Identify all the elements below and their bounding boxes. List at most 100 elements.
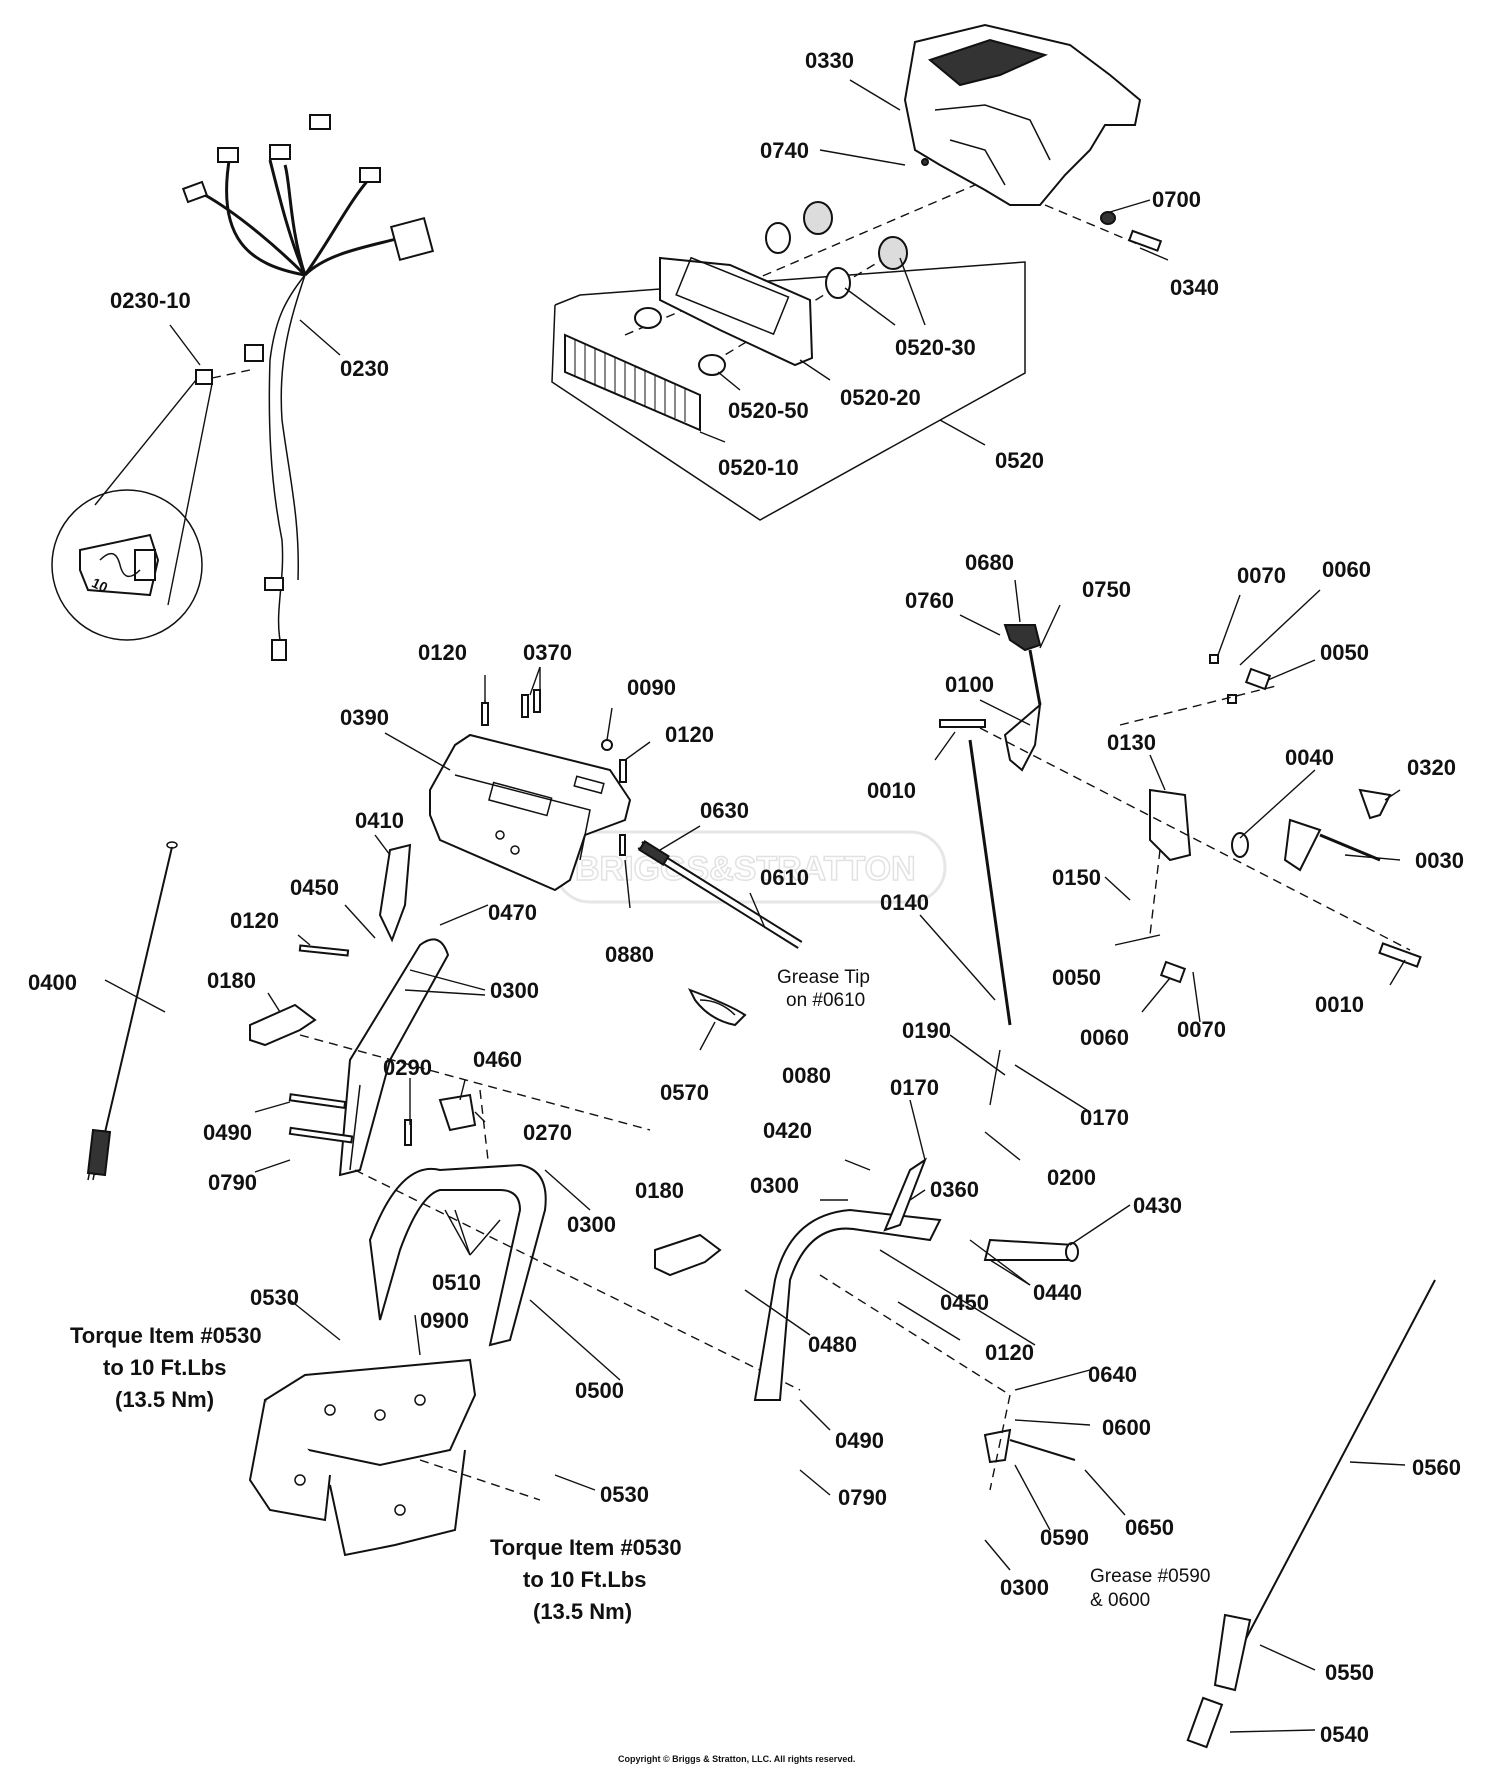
label-0010-left: 0010 [867,778,916,803]
leader-lines [104,79,1406,1733]
label-0550: 0550 [1325,1660,1374,1685]
torque-note-1-line3: (13.5 Nm) [115,1387,214,1412]
label-0180-a: 0180 [207,968,256,993]
label-0510: 0510 [432,1270,481,1295]
label-0520-30: 0520-30 [895,335,976,360]
grease-0590-note-line2: & 0600 [1090,1590,1150,1611]
copyright-text: Copyright © Briggs & Stratton, LLC. All … [618,1754,855,1764]
label-0880: 0880 [605,942,654,967]
label-0400: 0400 [28,970,77,995]
label-0120-d: 0120 [985,1340,1034,1365]
label-0030: 0030 [1415,848,1464,873]
label-0640: 0640 [1088,1362,1137,1387]
label-0520-10: 0520-10 [718,455,799,480]
label-0500: 0500 [575,1378,624,1403]
label-0230-10: 0230-10 [110,288,191,313]
label-0570: 0570 [660,1080,709,1105]
label-0060-bottom: 0060 [1080,1025,1129,1050]
svg-text:BRIGGS&STRATTON: BRIGGS&STRATTON [575,850,916,888]
label-0050-bottom: 0050 [1052,965,1101,990]
label-0120-c: 0120 [230,908,279,933]
label-0630: 0630 [700,798,749,823]
fuse-marking: 10 [89,574,110,595]
label-0590: 0590 [1040,1525,1089,1550]
label-0170-a: 0170 [890,1075,939,1100]
label-0140: 0140 [880,890,929,915]
label-0750: 0750 [1082,577,1131,602]
label-0520-20: 0520-20 [840,385,921,410]
label-0900: 0900 [420,1308,469,1333]
label-0320: 0320 [1407,755,1456,780]
label-0790-b: 0790 [838,1485,887,1510]
label-0370: 0370 [523,640,572,665]
label-0090: 0090 [627,675,676,700]
label-0120-b: 0120 [665,722,714,747]
headlight-assembly [551,23,1163,521]
label-0760: 0760 [905,588,954,613]
label-0080: 0080 [782,1063,831,1088]
label-0560: 0560 [1412,1455,1461,1480]
label-0200: 0200 [1047,1165,1096,1190]
grease-0590-note-line1: Grease #0590 [1090,1566,1210,1587]
grease-tip-note-line2: on #0610 [786,990,865,1011]
label-0460: 0460 [473,1047,522,1072]
label-0300-c: 0300 [567,1212,616,1237]
label-0430: 0430 [1133,1193,1182,1218]
label-0470: 0470 [488,900,537,925]
torque-note-2-line1: Torque Item #0530 [490,1535,682,1560]
label-0340: 0340 [1170,275,1219,300]
label-0130: 0130 [1107,730,1156,755]
label-0530-a: 0530 [250,1285,299,1310]
label-0680: 0680 [965,550,1014,575]
label-0740: 0740 [760,138,809,163]
label-0410: 0410 [355,808,404,833]
label-0300-d: 0300 [1000,1575,1049,1600]
label-0290: 0290 [383,1055,432,1080]
label-0010-right: 0010 [1315,992,1364,1017]
notes: Torque Item #0530 to 10 Ft.Lbs (13.5 Nm)… [70,967,1210,1624]
label-0390: 0390 [340,705,389,730]
label-0180-b: 0180 [635,1178,684,1203]
label-0480: 0480 [808,1332,857,1357]
label-0490-b: 0490 [835,1428,884,1453]
label-0600: 0600 [1102,1415,1151,1440]
torque-note-2-line3: (13.5 Nm) [533,1599,632,1624]
label-0050-top: 0050 [1320,640,1369,665]
wire-harness: 10 [51,114,435,661]
part-labels: 0330 0740 0700 0340 0520-30 0520-20 0520… [28,48,1464,1747]
torque-note-2-line2: to 10 Ft.Lbs [523,1567,646,1592]
label-0450-a: 0450 [290,875,339,900]
label-0190: 0190 [902,1018,951,1043]
dash-panel [429,689,803,1027]
grease-tip-note-line1: Grease Tip [777,967,870,988]
label-0360: 0360 [930,1177,979,1202]
label-0520: 0520 [995,448,1044,473]
label-0300-b: 0300 [750,1173,799,1198]
label-0650: 0650 [1125,1515,1174,1540]
label-0120-a: 0120 [418,640,467,665]
label-0520-50: 0520-50 [728,398,809,423]
label-0450-b: 0450 [940,1290,989,1315]
torque-note-1-line2: to 10 Ft.Lbs [103,1355,226,1380]
right-handle-assembly [654,624,1436,1749]
label-0170-b: 0170 [1080,1105,1129,1130]
label-0100: 0100 [945,672,994,697]
label-0060-top: 0060 [1322,557,1371,582]
label-0070-bottom: 0070 [1177,1017,1226,1042]
label-0440: 0440 [1033,1280,1082,1305]
label-0330: 0330 [805,48,854,73]
label-0530-b: 0530 [600,1482,649,1507]
watermark: BRIGGS&STRATTON [553,830,947,904]
label-0610: 0610 [760,865,809,890]
label-0040: 0040 [1285,745,1334,770]
label-0270: 0270 [523,1120,572,1145]
left-handle-assembly [86,841,801,1557]
torque-note-1-line1: Torque Item #0530 [70,1323,262,1348]
label-0490-a: 0490 [203,1120,252,1145]
label-0700: 0700 [1152,187,1201,212]
label-0420: 0420 [763,1118,812,1143]
label-0790-a: 0790 [208,1170,257,1195]
label-0540: 0540 [1320,1722,1369,1747]
label-0230: 0230 [340,356,389,381]
